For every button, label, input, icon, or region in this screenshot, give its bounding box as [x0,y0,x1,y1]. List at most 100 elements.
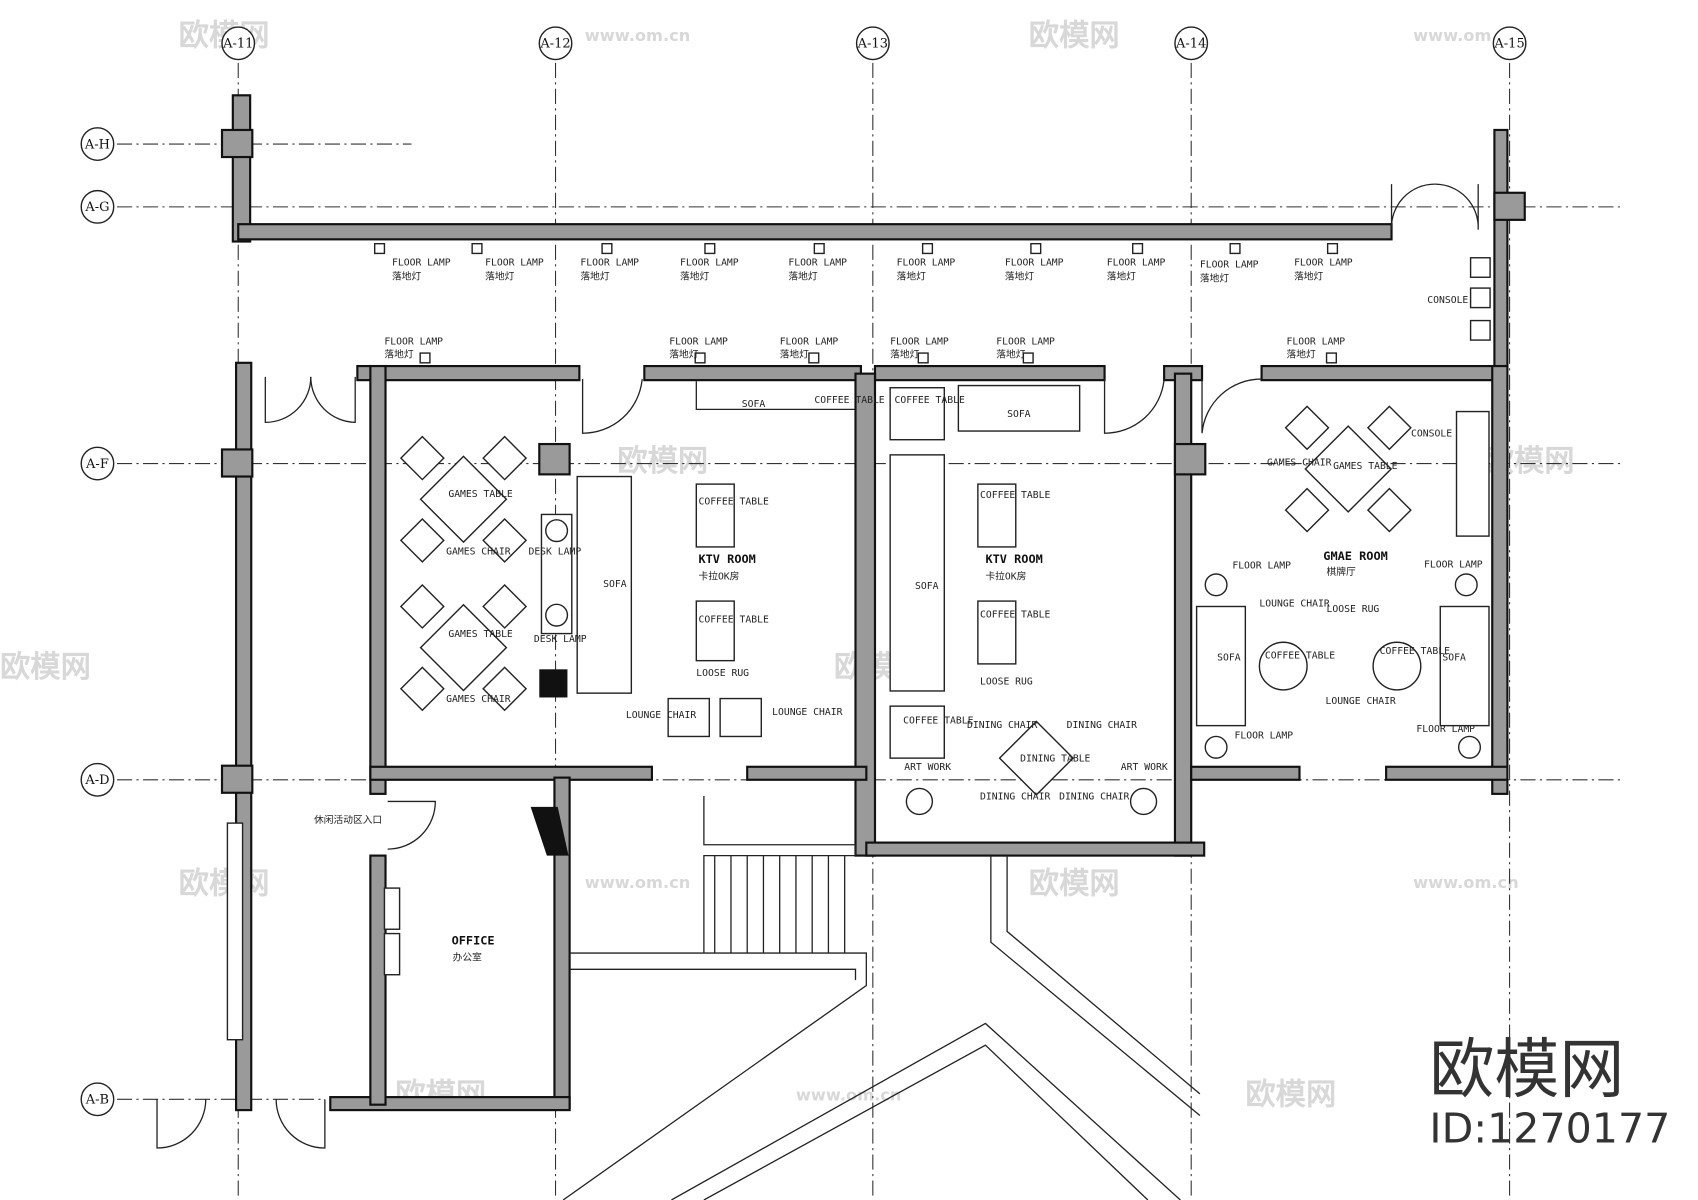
lounge-chair-label: LOUNGE CHAIR [1259,598,1329,609]
games-table-label: GAMES TABLE [448,489,513,500]
axis-marker-ab: A-B [80,1082,115,1117]
3-label: A-D [84,773,109,788]
loose-rug-label: LOOSE RUG [696,668,749,679]
office: 休闲活动区入口 OFFICE 办公室 [314,813,495,964]
stairs [714,855,846,954]
coffee-table-label: COFFEE TABLE [1265,650,1335,661]
4-label: A-15 [1493,37,1524,52]
floor-lamp-label: FLOOR LAMP [780,336,839,347]
2-label: A-13 [857,37,888,52]
floor-lamp-cn-label: 落地灯 [392,269,421,282]
lounge-chair-label: LOUNGE CHAIR [772,707,842,718]
watermark-logo: 欧模网 [179,867,270,902]
floor-lamp-label: FLOOR LAMP [1005,257,1064,268]
entrance-note: 休闲活动区入口 [314,813,382,826]
floor-lamp-cn-label: 落地灯 [485,269,514,282]
loose-rug-label: LOOSE RUG [980,676,1033,687]
column-axis-markers: A-11 A-12 A-13 A-14 A-15 [221,26,1527,61]
games-table-set: GAMES TABLE [399,584,528,712]
axis-marker-af: A-F [80,446,115,481]
games-table-set: GAMES TABLE [1284,405,1412,533]
coffee-table-label: COFFEE TABLE [894,395,964,406]
3-label: A-14 [1175,37,1206,52]
games-chair-label: GAMES CHAIR [446,547,511,558]
walls [220,94,1526,1112]
cn-label: 办公室 [453,951,482,964]
floor-lamp-cn-label: 落地灯 [1200,272,1229,285]
floor-lamp-label: FLOOR LAMP [1107,257,1166,268]
coffee-table-label: COFFEE TABLE [980,490,1050,501]
room-name: KTV ROOM [985,552,1042,566]
games-table-label: GAMES TABLE [448,629,513,640]
loose-rug-label: LOOSE RUG [1327,604,1380,615]
art-work-label: ART WORK [1121,762,1168,773]
cn-label: 卡拉OK房 [985,569,1026,582]
axis-marker-a12: A-12 [538,26,573,61]
sofa-label: SOFA [1217,653,1241,664]
floor-lamp-label: FLOOR LAMP [384,336,443,347]
room-name: OFFICE [452,933,495,947]
axis-marker-ah: A-H [80,127,115,161]
watermark-url: www.om.cn [796,1085,902,1104]
coffee-table-label: COFFEE TABLE [814,395,884,406]
floor-lamp-label: FLOOR LAMP [897,257,956,268]
watermark-logo: 欧模网 [1029,18,1120,53]
floor-lamp-cn-label: 落地灯 [897,269,926,282]
floor-lamp-cn-label: 落地灯 [1005,269,1034,282]
axis-marker-a15: A-15 [1492,26,1527,61]
desk-lamp-label: DESK LAMP [534,634,587,645]
coffee-table-label: COFFEE TABLE [1380,646,1450,657]
0-label: A-11 [222,37,253,52]
floor-lamp-cn-label: 落地灯 [1286,347,1315,360]
floor-lamp-label: FLOOR LAMP [392,257,451,268]
brand-logo-text: 欧模网 [1429,1033,1624,1108]
floor-lamp-label: FLOOR LAMP [485,257,544,268]
game-room: GAMES TABLE GAMES CHAIR CONSOLE GMAE ROO… [1195,257,1491,759]
floor-lamp-label: FLOOR LAMP [890,336,949,347]
room-name: GMAE ROOM [1323,549,1388,563]
doors-and-stairs [156,183,1479,1200]
games-table-label: GAMES TABLE [1333,461,1398,472]
floor-lamp-cn-label: 落地灯 [780,347,809,360]
sofa-label: SOFA [1442,653,1466,664]
console-label: CONSOLE [1427,295,1468,306]
floor-lamp-cn-label: 落地灯 [580,269,609,282]
console-label: CONSOLE [1411,428,1452,439]
lounge-chair-label: LOUNGE CHAIR [626,710,696,721]
sofa-label: SOFA [742,399,766,410]
coffee-table-label: COFFEE TABLE [698,497,768,508]
ktv-room-1: GAMES TABLE GAMES CHAIR GAMES TABLE GAME… [399,381,885,738]
watermark-url: www.om.cn [585,26,691,45]
floor-lamp-label: FLOOR LAMP [1424,560,1483,571]
watermark-logo: 欧模网 [0,650,91,685]
row-axis-markers: A-H A-G A-F A-D A-B [80,127,115,1117]
watermark-logo: 欧模网 [1245,1078,1336,1113]
dining-chair-label: DINING CHAIR [967,720,1037,731]
floor-lamp-label: FLOOR LAMP [669,336,728,347]
room-name: KTV ROOM [698,552,755,566]
floor-lamp-label: FLOOR LAMP [580,257,639,268]
art-work-label: ART WORK [904,762,951,773]
floor-lamp-cn-label: 落地灯 [890,347,919,360]
games-table-set: GAMES TABLE [399,435,528,563]
floor-lamp-cn-label: 落地灯 [669,347,698,360]
floor-lamp-label: FLOOR LAMP [788,257,847,268]
1-label: A-12 [539,37,570,52]
cn-label: 棋牌厅 [1327,565,1356,578]
floor-lamp-label: FLOOR LAMP [1235,731,1294,742]
floor-lamp-label: FLOOR LAMP [680,257,739,268]
dining-table-label: DINING TABLE [1020,753,1090,764]
watermark-logo: 欧模网 [1029,867,1120,902]
ktv-room-2: COFFEE TABLE SOFA SOFA COFFEE TABLE KTV … [889,384,1168,816]
floor-lamp-cn-label: 落地灯 [1294,269,1323,282]
coffee-table-label: COFFEE TABLE [980,609,1050,620]
4-label: A-B [85,1093,109,1108]
games-chair-label: GAMES CHAIR [446,694,511,705]
sofa-label: SOFA [1007,409,1031,420]
2-label: A-F [85,457,109,472]
axis-marker-a11: A-11 [221,26,256,61]
cn-label: 卡拉OK房 [698,569,739,582]
